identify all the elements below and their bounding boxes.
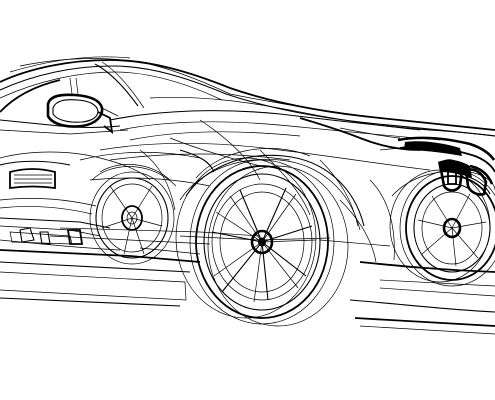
- side-vent: [0, 151, 151, 190]
- ghost-contours: [0, 119, 431, 263]
- headlight: [379, 136, 495, 195]
- hood-group: [109, 110, 495, 211]
- roofline-group: [0, 56, 495, 137]
- far-wheel: [389, 169, 495, 287]
- rear-wheel: [89, 164, 177, 265]
- side-mirror: [46, 93, 119, 135]
- brake-intake: [438, 159, 488, 196]
- front-wheel: [175, 148, 365, 327]
- window-group: [0, 77, 129, 135]
